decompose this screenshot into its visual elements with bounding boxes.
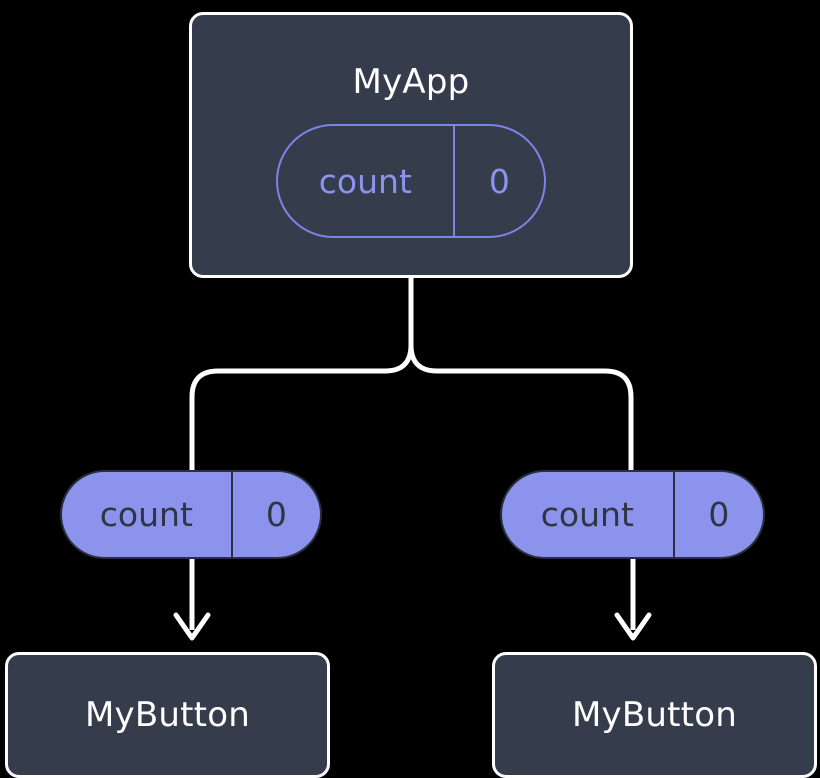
state-pill-myapp-count[interactable]: count 0	[276, 124, 546, 238]
prop-pill-right-count[interactable]: count 0	[500, 470, 765, 559]
component-label-myapp: MyApp	[352, 62, 470, 102]
edge-root-to-child-left	[189, 342, 414, 473]
prop-pill-key: count	[540, 495, 634, 534]
prop-pill-key: count	[99, 495, 193, 534]
state-pill-key: count	[318, 161, 412, 201]
component-node-mybutton-right[interactable]: MyButton	[492, 652, 817, 778]
arrowhead-right	[614, 612, 652, 641]
prop-pill-left-count[interactable]: count 0	[60, 470, 322, 559]
arrowhead-left	[173, 612, 211, 641]
edge-root-to-children	[408, 275, 634, 473]
component-label-mybutton-left: MyButton	[85, 695, 250, 735]
component-node-mybutton-left[interactable]: MyButton	[5, 652, 330, 778]
prop-pill-value: 0	[672, 472, 763, 557]
prop-pill-value: 0	[230, 472, 320, 557]
component-label-mybutton-right: MyButton	[572, 695, 737, 735]
state-pill-value: 0	[452, 126, 544, 236]
